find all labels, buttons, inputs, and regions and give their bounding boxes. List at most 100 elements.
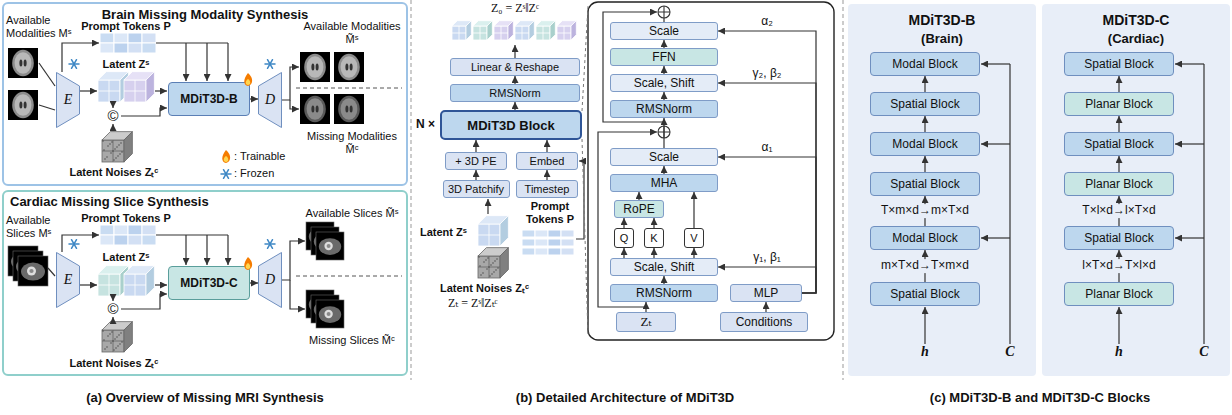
flow-connector xyxy=(693,248,694,258)
box-text: Planar Block xyxy=(1085,177,1152,191)
latent-cube xyxy=(557,21,576,40)
graphic-circle xyxy=(115,157,116,158)
flow-line xyxy=(411,0,412,380)
graphic-polygon xyxy=(466,21,471,40)
graphic-circle xyxy=(104,348,105,349)
figure-caption: (b) Detailed Architecture of MDiT3D xyxy=(516,391,734,406)
annotation-label: Missing Modalities M̃ᶜ xyxy=(300,130,404,155)
graphic-rect xyxy=(114,235,128,245)
graphic-circle xyxy=(121,341,122,342)
flow-line xyxy=(290,100,299,109)
annotation-label: α₂ xyxy=(761,15,773,29)
graphic-rect xyxy=(124,274,146,296)
graphic-rect xyxy=(535,239,548,246)
process-box: MLP xyxy=(730,284,802,302)
flow-line xyxy=(296,276,402,277)
graphic-rect xyxy=(300,94,330,124)
annotation-label: Latent Noises Zₜᶜ xyxy=(440,282,529,295)
process-box: Spatial Block xyxy=(870,282,980,306)
process-box: Zₜ xyxy=(616,312,676,332)
figure-caption: (c) MDiT3D-B and MDiT3D-C Blocks xyxy=(930,391,1150,406)
graphic-circle xyxy=(485,259,486,260)
flow-line xyxy=(155,90,167,91)
legend-entry: : Trainable xyxy=(234,150,285,162)
flow-line xyxy=(206,43,207,81)
flow-line xyxy=(227,235,228,265)
flow-connector xyxy=(663,118,664,148)
encoder-trapezoid: E xyxy=(56,72,80,128)
flow-line xyxy=(843,0,844,380)
graphic-ellipse xyxy=(307,56,324,78)
flow-connector xyxy=(250,98,258,99)
graphic-circle xyxy=(119,153,120,154)
box-text: Scale xyxy=(649,150,679,164)
process-box: RMSNorm xyxy=(450,84,580,102)
graphic-circle xyxy=(492,262,493,263)
snowflake-icon xyxy=(69,60,79,69)
box-text: 3D Patchify xyxy=(448,183,504,195)
flow-line xyxy=(1009,64,1010,344)
graphic-line xyxy=(268,60,273,69)
graphic-line xyxy=(268,240,273,249)
flow-line xyxy=(48,268,55,276)
graphic-rect xyxy=(548,248,561,255)
flow-connector xyxy=(645,302,646,312)
box-text: Spatial Block xyxy=(890,287,959,301)
process-box: Scale xyxy=(610,22,718,40)
block-stack-panel: MDiT3D-B(Brain)Modal BlockSpatial BlockM… xyxy=(848,4,1036,376)
graphic-circle xyxy=(102,330,103,331)
box-text: Modal Block xyxy=(892,231,957,245)
graphic-circle xyxy=(103,149,104,150)
flame-icon xyxy=(244,73,252,86)
box-text: MDiT3D-B xyxy=(180,92,237,106)
flow-connector xyxy=(718,157,816,293)
graphic-polygon xyxy=(500,248,508,278)
flow-line xyxy=(924,307,925,344)
graphic-rect xyxy=(561,230,574,237)
graphic-rect xyxy=(100,33,114,43)
graphic-circle xyxy=(117,345,118,346)
graphic-rect xyxy=(98,80,120,102)
graphic-rect xyxy=(478,224,500,246)
zoom-frame xyxy=(588,2,834,340)
box-text: RMSNorm xyxy=(636,286,692,300)
flow-line xyxy=(62,43,99,72)
graphic-rect xyxy=(142,225,156,235)
graphic-line xyxy=(268,60,273,69)
panel-title: Cardiac Missing Slice Synthesis xyxy=(10,194,209,209)
flow-line xyxy=(121,108,167,116)
graphic-circle xyxy=(490,264,491,265)
graphic-ellipse xyxy=(350,105,353,112)
latent-cube xyxy=(124,72,154,102)
graphic-circle xyxy=(119,343,120,344)
graphic-ellipse xyxy=(319,238,341,255)
box-text: Scale, Shift xyxy=(634,76,695,90)
graphic-circle xyxy=(113,349,114,350)
snowflake-icon xyxy=(265,60,275,69)
graphic-rect xyxy=(548,230,561,237)
flow-line xyxy=(981,143,1010,144)
coder-letter: E xyxy=(64,272,73,288)
annotation-label: Available Modalities Mˢ xyxy=(6,14,82,39)
process-box: Scale xyxy=(610,148,718,166)
flow-line xyxy=(1175,237,1204,238)
graphic-rect xyxy=(114,225,128,235)
graphic-ellipse xyxy=(350,63,353,70)
flow-connector xyxy=(663,40,664,48)
graphic-ellipse xyxy=(311,105,314,112)
process-box: Q xyxy=(614,228,634,248)
graphic-ellipse xyxy=(316,105,319,112)
graphic-rect xyxy=(557,26,571,40)
graphic-rect xyxy=(561,239,574,246)
flow-line xyxy=(121,294,167,309)
graphic-circle xyxy=(327,244,331,248)
annotation-label: Zₜ = Zˢ‖Zₜᶜ xyxy=(448,297,498,311)
process-box: V xyxy=(684,228,704,248)
graphic-circle xyxy=(112,340,113,341)
annotation-label: Available Slices M̃ˢ xyxy=(300,207,404,220)
graphic-rect xyxy=(522,239,535,246)
graphic-ellipse xyxy=(316,63,319,70)
latent-cube xyxy=(478,216,508,246)
graphic-line xyxy=(265,63,275,65)
graphic-circle xyxy=(29,269,33,273)
